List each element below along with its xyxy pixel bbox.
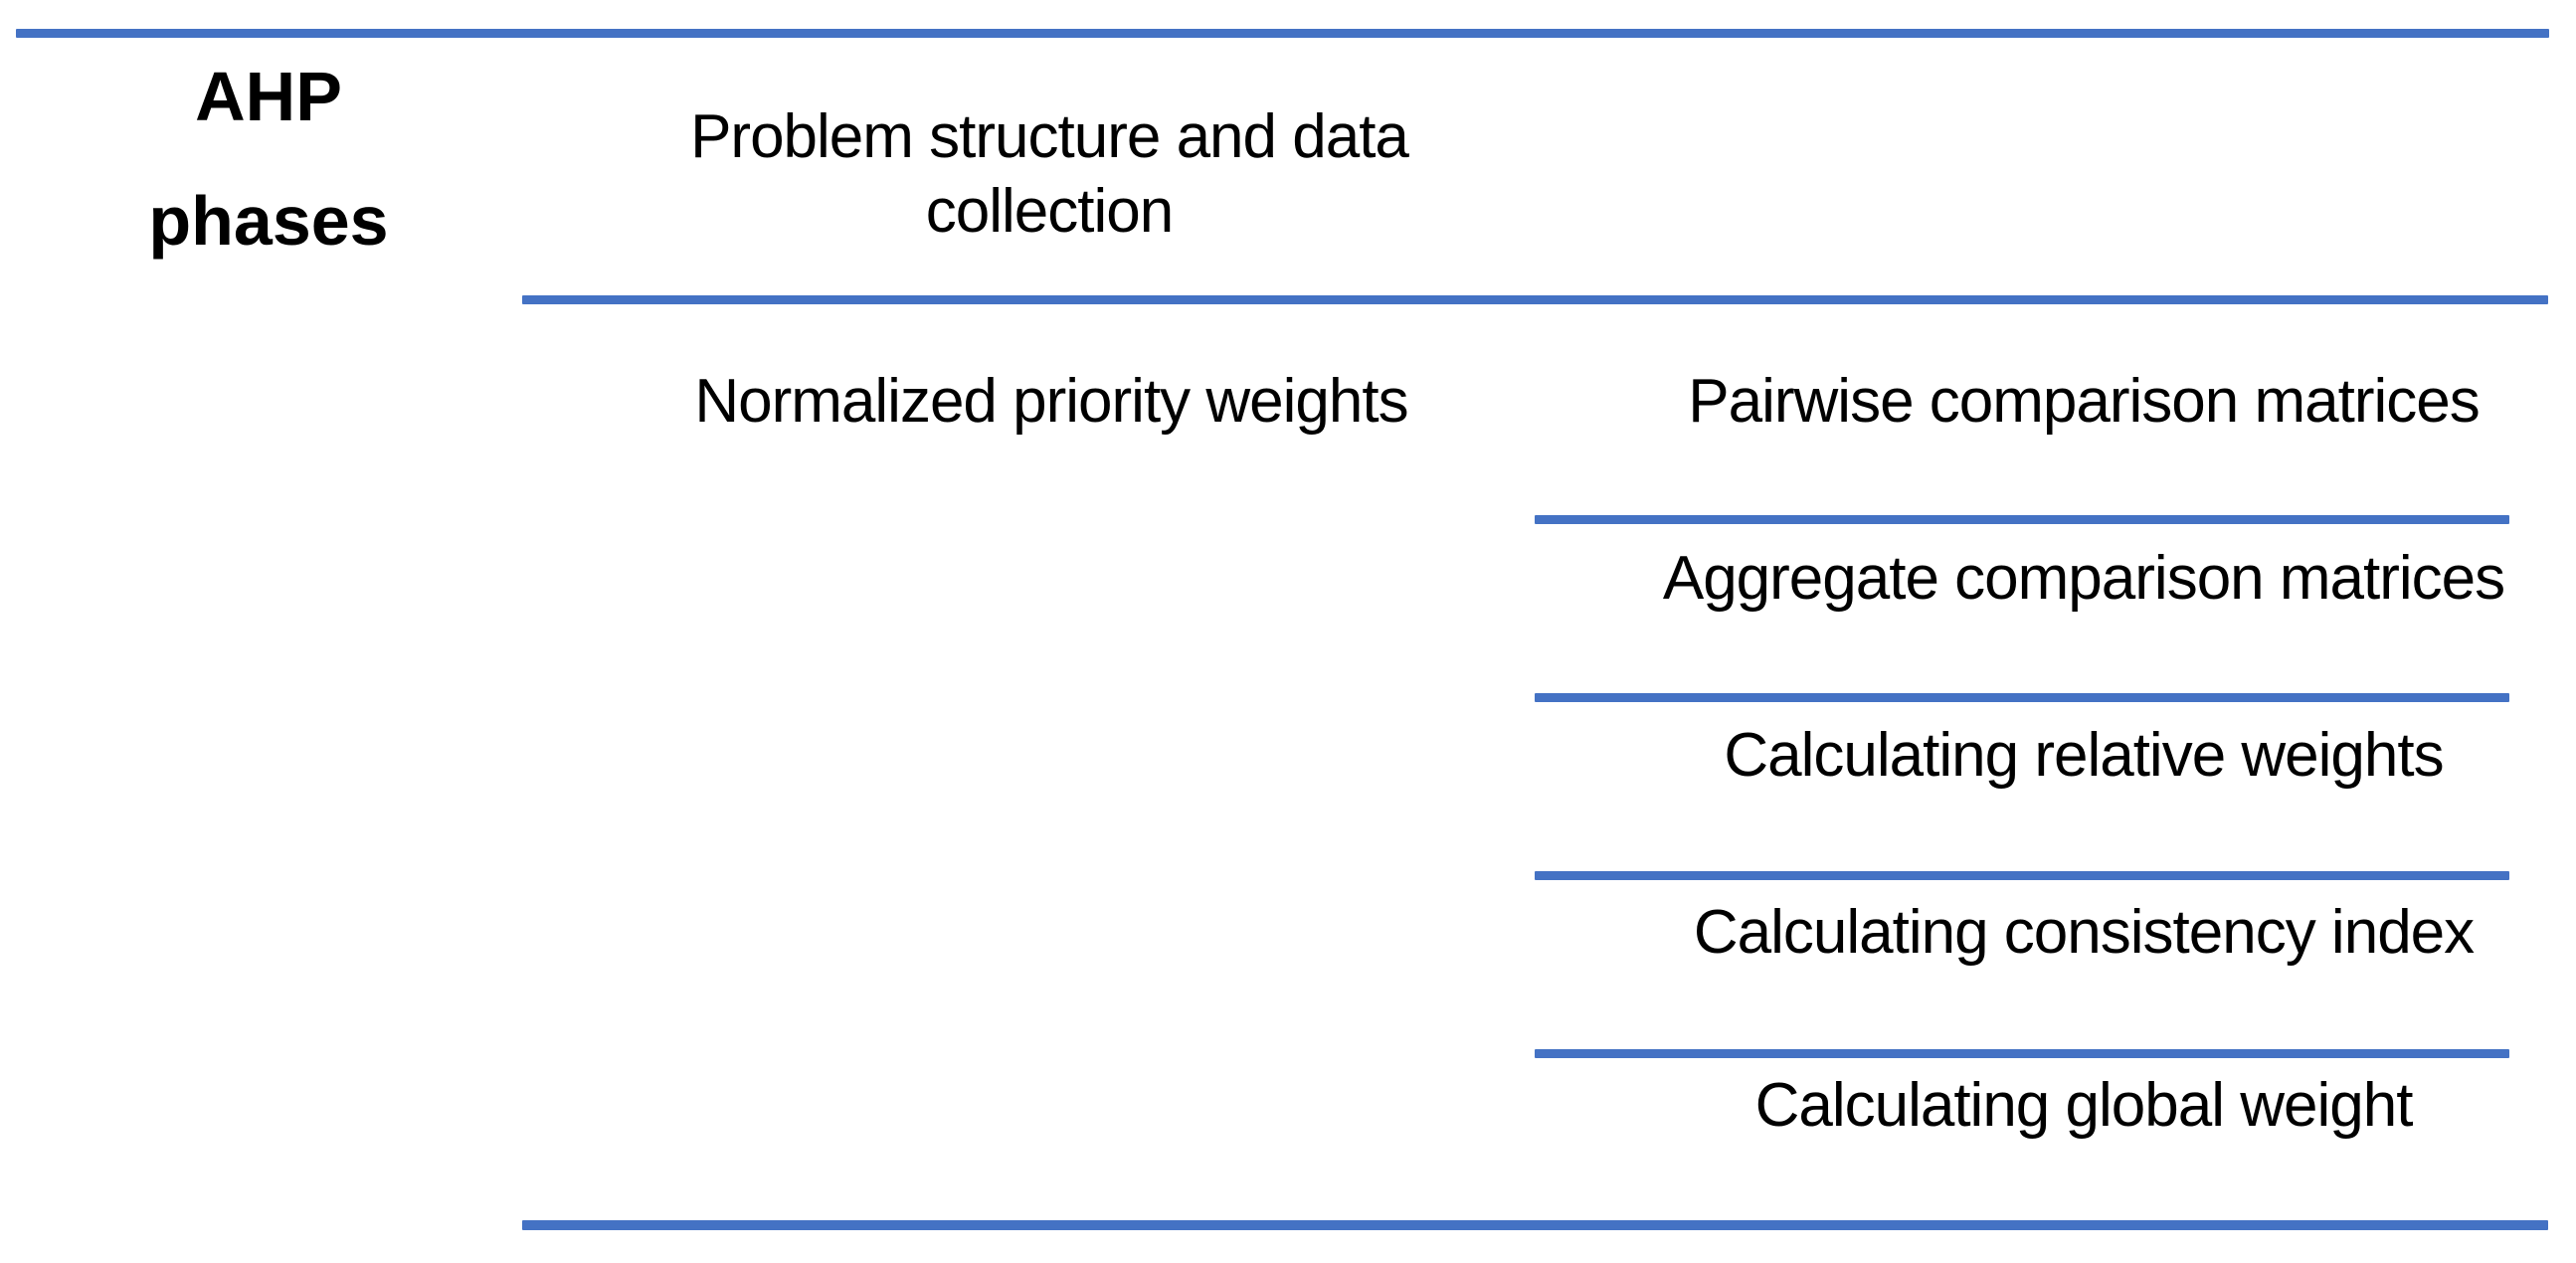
table-rule-step-4	[1535, 1049, 2509, 1058]
step-aggregate-comparison-matrices: Aggregate comparison matrices	[1662, 544, 2505, 613]
table-rule-step-2	[1535, 693, 2509, 702]
row-header-ahp: AHP	[195, 58, 342, 135]
table-rule-step-3	[1535, 871, 2509, 880]
phase-problem-structure-line-2: collection	[925, 177, 1174, 246]
row-header-phases: phases	[148, 182, 389, 260]
phase-normalized-priority-weights: Normalized priority weights	[694, 367, 1408, 436]
table-rule-top	[16, 29, 2549, 38]
table-rule-phase1-bottom	[522, 295, 2548, 304]
step-calculating-global-weight: Calculating global weight	[1754, 1071, 2414, 1140]
step-pairwise-comparison-matrices: Pairwise comparison matrices	[1688, 367, 2480, 436]
phase-problem-structure-line-1: Problem structure and data	[690, 102, 1409, 171]
table-rule-bottom	[522, 1220, 2548, 1230]
table-rule-step-1	[1535, 515, 2509, 524]
step-calculating-consistency-index: Calculating consistency index	[1693, 898, 2475, 967]
step-calculating-relative-weights: Calculating relative weights	[1724, 721, 2444, 790]
